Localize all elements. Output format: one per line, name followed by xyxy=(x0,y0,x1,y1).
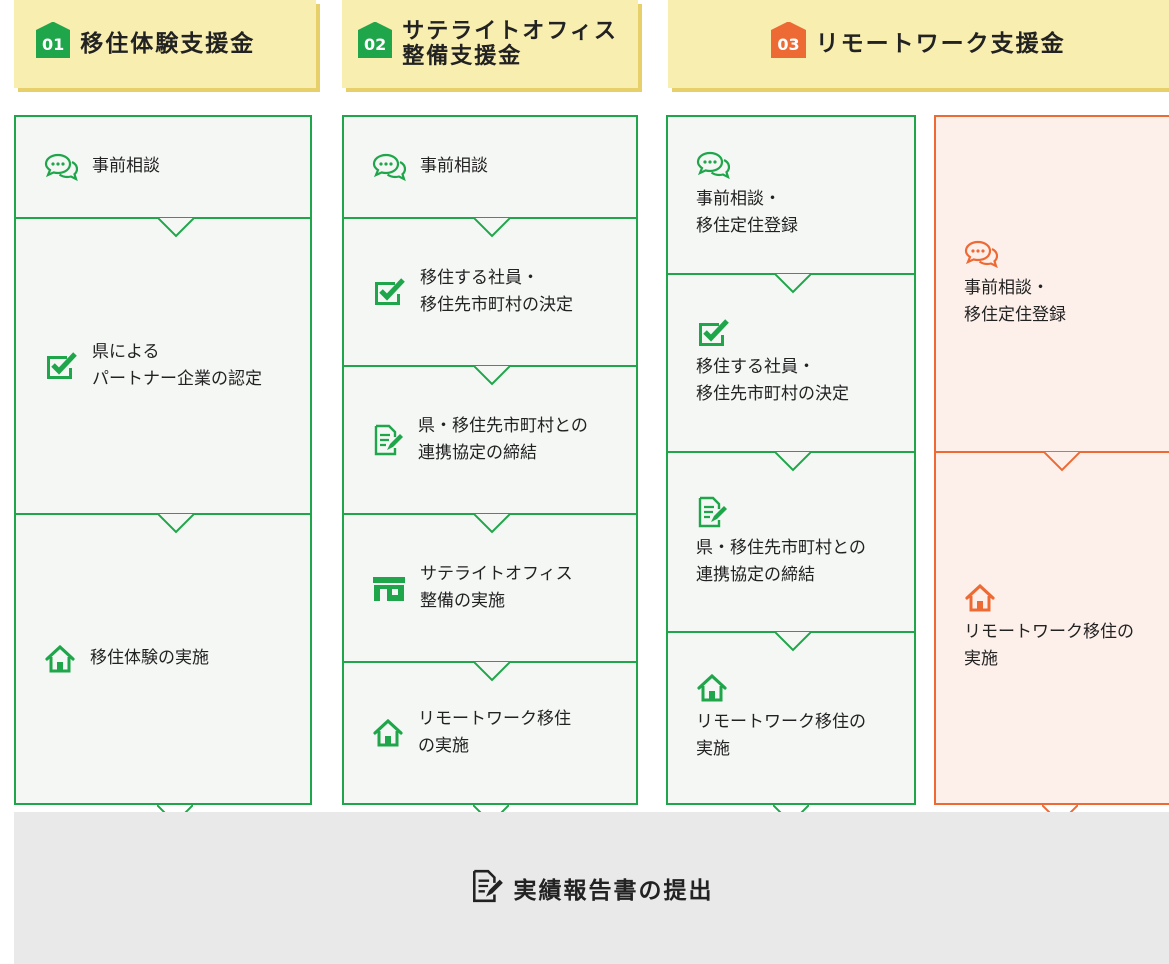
document-pen-icon xyxy=(372,423,404,457)
flow-step: リモートワーク移住の 実施 xyxy=(936,453,1169,803)
flow-column-01: 事前相談 県による パートナー企業の認定 移住体験の実施 xyxy=(14,115,312,805)
flow-step: 事前相談・ 移住定住登録 xyxy=(936,117,1169,451)
office-building-icon xyxy=(372,574,406,602)
check-icon xyxy=(44,351,78,381)
header-title: 移住体験支援金 xyxy=(80,30,256,57)
step-number-badge: 01 xyxy=(36,22,71,58)
step-label: 事前相談・ 移住定住登録 xyxy=(964,277,1066,325)
house-icon xyxy=(696,673,728,703)
step-label: サテライトオフィス 整備の実施 xyxy=(420,563,573,611)
step-label: 事前相談 xyxy=(420,156,488,177)
header-03: 03 リモートワーク支援金 xyxy=(668,0,1169,88)
chat-icon xyxy=(964,239,998,269)
header-title: サテライトオフィス 整備支援金 xyxy=(402,18,618,69)
flow-step: 県・移住先市町村との 連携協定の締結 xyxy=(344,367,636,513)
chat-icon xyxy=(44,152,78,182)
flow-step: 事前相談 xyxy=(16,117,310,217)
step-label: 事前相談・ 移住定住登録 xyxy=(696,188,798,236)
house-icon xyxy=(372,718,404,748)
step-label: リモートワーク移住 の実施 xyxy=(418,708,571,756)
house-icon xyxy=(44,644,76,674)
final-step-label: 実績報告書の提出 xyxy=(513,878,714,904)
step-label: 県による パートナー企業の認定 xyxy=(92,341,262,389)
final-step-report-submission: 実績報告書の提出 xyxy=(14,812,1169,964)
check-icon xyxy=(696,318,730,348)
step-label: リモートワーク移住の 実施 xyxy=(964,621,1134,669)
step-label: リモートワーク移住の 実施 xyxy=(696,711,866,759)
step-label: 移住する社員・ 移住先市町村の決定 xyxy=(420,267,573,315)
flow-step: 移住する社員・ 移住先市町村の決定 xyxy=(668,275,914,451)
flow-step: 事前相談・ 移住定住登録 xyxy=(668,117,914,273)
header-02: 02 サテライトオフィス 整備支援金 xyxy=(342,0,638,88)
step-label: 移住する社員・ 移住先市町村の決定 xyxy=(696,356,849,404)
flow-step: 移住する社員・ 移住先市町村の決定 xyxy=(344,219,636,365)
flow-column-03: 事前相談・ 移住定住登録 移住する社員・ 移住先市町村の決定 県・移住先市町村と… xyxy=(666,115,916,805)
flow-step: 移住体験の実施 xyxy=(16,515,310,803)
step-number-badge: 03 xyxy=(771,22,806,58)
document-pen-icon xyxy=(470,868,504,908)
flow-step: 県による パートナー企業の認定 xyxy=(16,219,310,513)
step-label: 県・移住先市町村との 連携協定の締結 xyxy=(696,537,866,585)
flow-step: リモートワーク移住 の実施 xyxy=(344,663,636,803)
header-01: 01 移住体験支援金 xyxy=(14,0,316,88)
check-icon xyxy=(372,277,406,307)
chat-icon xyxy=(696,150,730,180)
header-title: リモートワーク支援金 xyxy=(815,30,1066,57)
flow-step: サテライトオフィス 整備の実施 xyxy=(344,515,636,661)
house-icon xyxy=(964,583,996,613)
flow-step: リモートワーク移住の 実施 xyxy=(668,633,914,803)
flow-column-04: 事前相談・ 移住定住登録 リモートワーク移住の 実施 xyxy=(934,115,1169,805)
step-label: 県・移住先市町村との 連携協定の締結 xyxy=(418,415,588,463)
flow-step: 事前相談 xyxy=(344,117,636,217)
flow-step: 県・移住先市町村との 連携協定の締結 xyxy=(668,453,914,631)
document-pen-icon xyxy=(696,495,728,529)
step-number-badge: 02 xyxy=(358,22,393,58)
step-label: 事前相談 xyxy=(92,156,160,177)
flow-column-02: 事前相談 移住する社員・ 移住先市町村の決定 県・移住先市町村との 連携協定の締… xyxy=(342,115,638,805)
chat-icon xyxy=(372,152,406,182)
step-label: 移住体験の実施 xyxy=(90,648,209,669)
